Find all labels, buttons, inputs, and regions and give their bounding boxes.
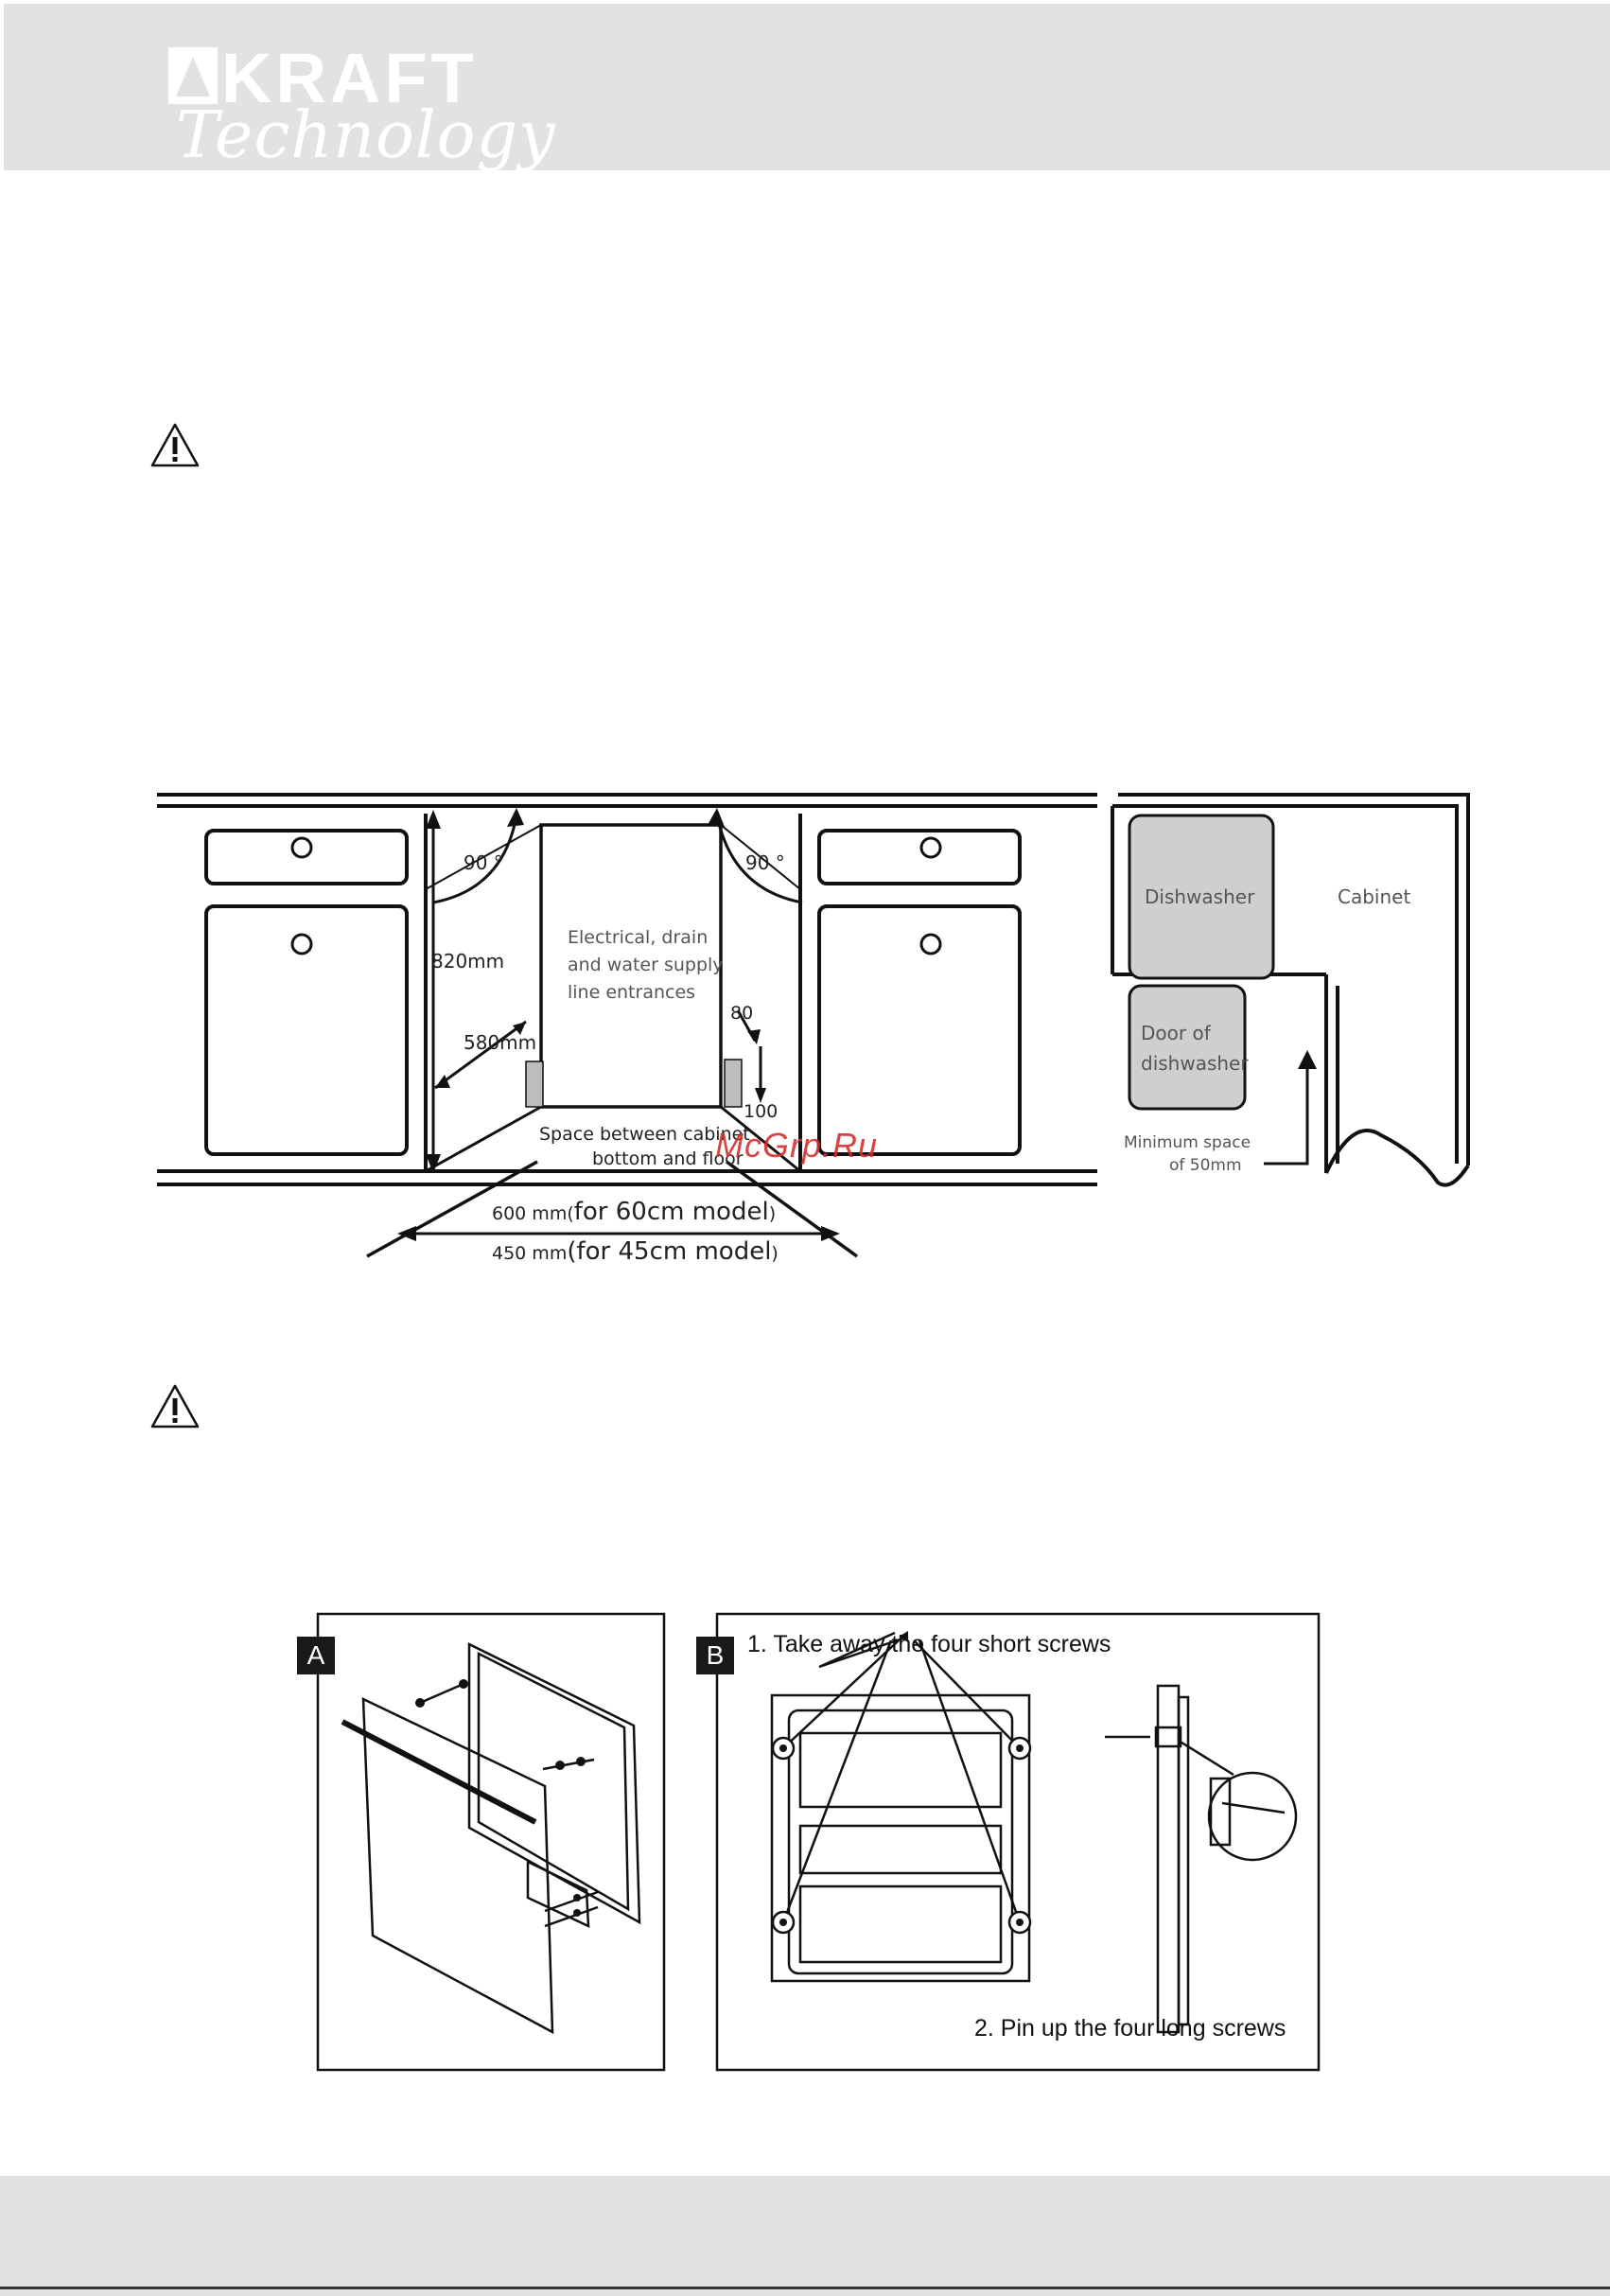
cabinet-label: Cabinet — [1338, 885, 1411, 908]
entrances-label-1: Electrical, drain — [568, 927, 709, 948]
figure-a-drawing — [316, 1612, 666, 2072]
space-label-2: bottom and floor — [592, 1148, 744, 1169]
entrances-label-2: and water supply — [568, 955, 724, 975]
step-1-label: 1. Take away the four short screws — [747, 1631, 1111, 1657]
width-45-close: ) — [771, 1243, 779, 1264]
depth-label: 580mm — [464, 1031, 537, 1054]
warning-icon — [150, 1384, 200, 1428]
dim-100-label: 100 — [744, 1101, 779, 1122]
step-2-label: 2. Pin up the four long screws — [974, 2015, 1286, 2042]
entrances-label-3: line entrances — [568, 982, 696, 1003]
header-band — [4, 4, 1610, 170]
width-45-label: 450 mm(for 45cm model) — [492, 1237, 779, 1266]
angle-right-label: 90 ° — [745, 851, 785, 874]
figure-a-tag: A — [297, 1637, 335, 1674]
warning-icon — [150, 423, 200, 467]
kraft-logo-mark-icon — [168, 47, 218, 104]
door-label-1: Door of — [1141, 1022, 1211, 1044]
width-60-label: 600 mm(for 60cm model) — [492, 1198, 776, 1226]
installation-drawing — [157, 793, 1470, 1258]
min-space-label-1: Minimum space — [1124, 1133, 1251, 1152]
watermark-text: McGrp.Ru — [715, 1126, 879, 1165]
width-45-model: (for 45cm model — [567, 1237, 772, 1266]
figure-b-tag: B — [696, 1637, 734, 1674]
brand-name: KRAFT — [221, 39, 478, 117]
figure-b-panel: B 1. Take away the four short screws 2. … — [696, 1608, 1321, 2072]
footer-rule — [0, 2287, 1610, 2289]
brand-logo: KRAFT Technology — [166, 39, 564, 173]
min-space-label-2: of 50mm — [1169, 1156, 1242, 1175]
brand-tagline: Technology — [176, 98, 556, 173]
height-label: 820mm — [431, 950, 505, 973]
dishwasher-label: Dishwasher — [1145, 885, 1255, 908]
door-label-2: dishwasher — [1141, 1052, 1249, 1075]
footer-band — [0, 2176, 1610, 2296]
space-label-1: Space between cabinet — [539, 1124, 750, 1145]
angle-left-label: 90 ° — [464, 851, 503, 874]
width-60-mm: 600 mm( — [492, 1203, 574, 1224]
figure-a-panel: A — [297, 1608, 666, 2072]
width-45-mm: 450 mm — [492, 1243, 568, 1264]
figure-b-drawing — [715, 1612, 1321, 2072]
installation-diagram: 90 ° 90 ° 820mm 580mm Electrical, drain … — [151, 776, 1476, 1268]
dim-80-label: 80 — [730, 1003, 754, 1024]
width-60-model: for 60cm model — [573, 1198, 769, 1226]
width-60-close: ) — [768, 1203, 777, 1224]
